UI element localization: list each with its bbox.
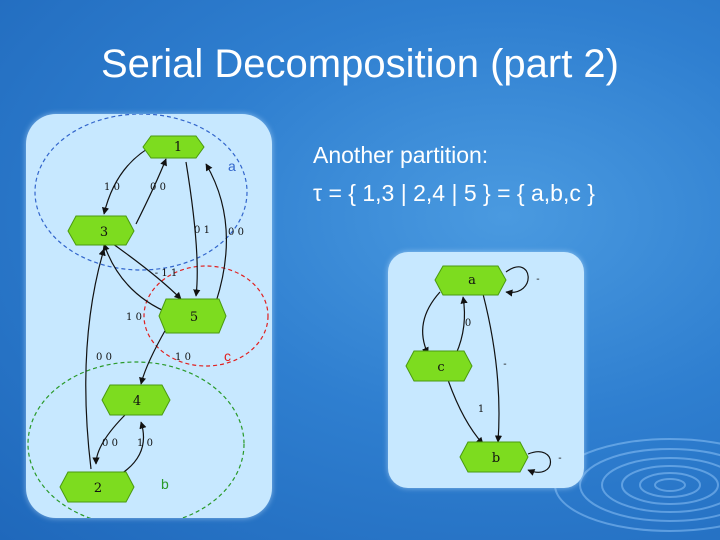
edge-label: 0 1	[194, 225, 210, 236]
edge-2-to-4	[120, 421, 147, 475]
slide-title: Serial Decomposition (part 2)	[101, 42, 619, 86]
right-diagram-panel: - 0 - 1 - a c b	[388, 252, 584, 488]
edge-label: 0 0	[102, 438, 118, 449]
edge-label: 1 0	[126, 312, 142, 323]
group-c-ellipse	[143, 265, 269, 367]
edge-b-self-loop	[527, 451, 551, 476]
edge-a-self-loop	[505, 266, 529, 297]
state-node-1	[142, 135, 205, 159]
edge-a-to-b	[482, 293, 503, 443]
edge-3-to-1	[135, 158, 167, 225]
edge-label: -	[503, 359, 506, 370]
partition-intro-text: Another partition:	[313, 142, 489, 168]
group-b-label: b	[161, 476, 169, 492]
edge-label: - 1 1	[155, 268, 177, 279]
edge-label: 0 0	[96, 352, 112, 363]
state-node-c	[405, 350, 473, 382]
edge-label: 0	[465, 318, 471, 329]
group-c-label: c	[224, 348, 231, 364]
right-state-diagram: - 0 - 1 - a c b	[405, 265, 562, 476]
edge-5-to-3	[102, 243, 172, 315]
edge-c-to-a	[455, 296, 468, 355]
state-node-label: 3	[100, 225, 108, 240]
edge-3-to-5	[105, 238, 182, 300]
edge-a-to-c	[421, 291, 441, 355]
edge-label: 0 0	[150, 182, 166, 193]
edge-label: 1 0	[137, 438, 153, 449]
state-node-2	[59, 471, 135, 503]
edge-label: 1	[478, 404, 484, 415]
state-node-label: 2	[94, 481, 102, 496]
edge-2-to-3	[85, 248, 106, 470]
state-node-label: b	[492, 451, 500, 466]
state-node-label: 4	[133, 394, 141, 409]
state-node-label: c	[437, 360, 444, 375]
state-node-5	[158, 298, 227, 334]
edge-5-to-4	[139, 328, 167, 385]
edge-label: 1 0	[104, 182, 120, 193]
left-diagram-panel: 1 0 0 0 0 1 0 0 - 1 1 1 0 0 0 1 0 0 0 1 …	[26, 113, 272, 527]
edge-c-to-b	[447, 379, 484, 445]
state-node-4	[101, 384, 171, 416]
state-node-label: 5	[190, 310, 198, 325]
state-node-b	[459, 441, 529, 473]
edge-label: 0 0	[228, 227, 244, 238]
left-state-diagram: 1 0 0 0 0 1 0 0 - 1 1 1 0 0 0 1 0 0 0 1 …	[27, 113, 269, 527]
state-node-label: 1	[174, 140, 182, 155]
edge-4-to-2	[92, 413, 127, 465]
edge-label: -	[558, 453, 561, 464]
edge-label: 1 0	[175, 352, 191, 363]
partition-formula-text: τ = { 1,3 | 2,4 | 5 } = { a,b,c }	[313, 180, 595, 206]
edge-label: -	[536, 274, 539, 285]
edge-5-to-1	[205, 163, 227, 303]
group-a-label: a	[228, 158, 236, 174]
group-a-ellipse	[34, 113, 248, 271]
state-node-3	[67, 215, 135, 246]
edge-1-to-5	[185, 161, 201, 297]
state-node-label: a	[468, 273, 476, 288]
state-node-a	[434, 265, 507, 296]
